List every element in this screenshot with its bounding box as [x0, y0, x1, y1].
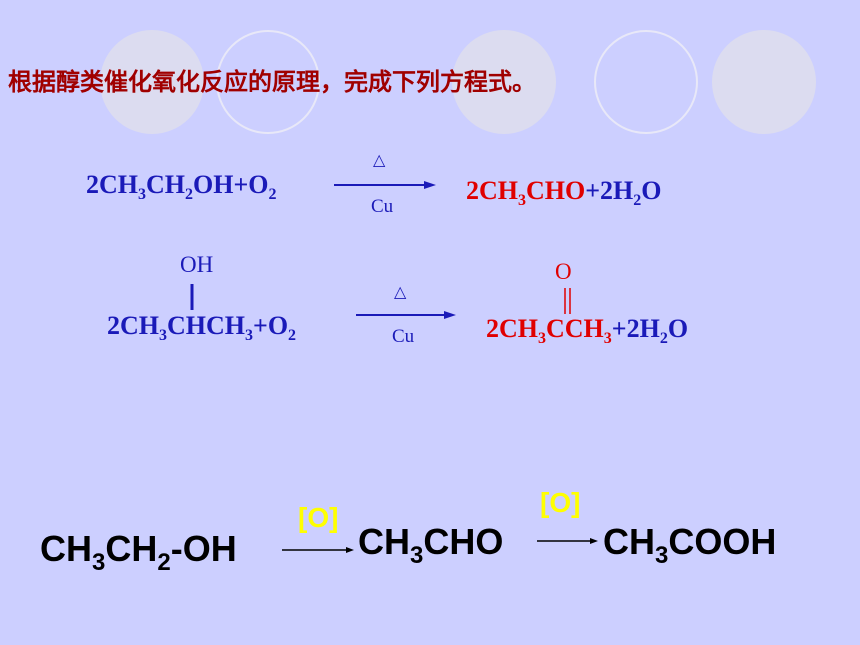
eq1-condition-heat: △ [373, 152, 386, 169]
eq1-product: 2CH3CHO+2H2O [466, 176, 662, 209]
eq1-arrow-icon [334, 181, 436, 189]
eq1-reactant: 2CH3CH2OH+O2 [86, 170, 277, 203]
chain-acetaldehyde: CH3CHO [358, 521, 504, 569]
eq2-carbonyl-oxygen: O [555, 259, 572, 284]
eq2-hydroxyl-branch: OH [180, 252, 214, 277]
chain-arrow-2-icon [537, 538, 598, 544]
decor-circle [712, 30, 816, 134]
decor-circle [452, 30, 556, 134]
eq2-arrow-icon [356, 311, 456, 319]
page-title: 根据醇类催化氧化反应的原理，完成下列方程式。 [8, 68, 536, 96]
eq2-condition-catalyst: Cu [392, 326, 415, 347]
eq1-condition-catalyst: Cu [371, 196, 394, 217]
eq2-product: 2CH3CCH3+2H2O [486, 314, 689, 347]
chain-acetic-acid: CH3COOH [603, 521, 777, 569]
chain-oxidant-1: [O] [298, 502, 339, 533]
eq2-reactant: 2CH3CHCH3+O2 [107, 311, 297, 344]
chain-arrow-1-icon [282, 547, 354, 553]
decor-ring [216, 30, 320, 134]
chain-ethanol: CH3CH2-OH [40, 528, 237, 576]
decor-ring [594, 30, 698, 134]
decor-circle [100, 30, 204, 134]
chain-oxidant-2: [O] [540, 487, 581, 518]
eq2-condition-heat: △ [394, 284, 407, 301]
